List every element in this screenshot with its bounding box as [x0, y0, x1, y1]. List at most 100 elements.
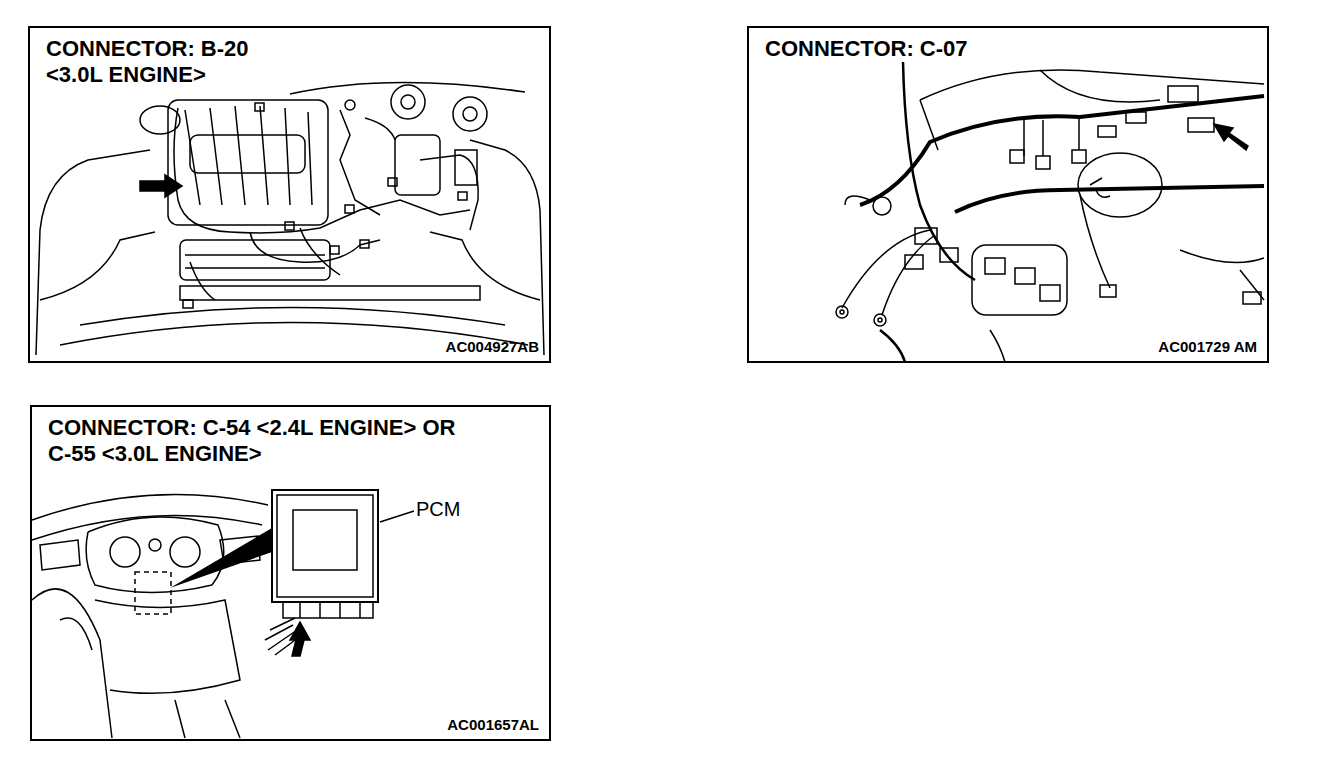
pcm-location-illustration	[40, 540, 80, 570]
harness-illustration	[840, 310, 844, 314]
engine-bay-illustration	[183, 300, 193, 308]
engine-bay-illustration	[140, 175, 182, 197]
engine-bay-illustration	[300, 228, 340, 275]
engine-bay-illustration	[190, 135, 305, 173]
harness-illustration	[1078, 153, 1162, 217]
harness-illustration	[873, 197, 891, 215]
engine-bay-illustration	[36, 82, 544, 355]
harness-illustration	[878, 318, 882, 322]
engine-bay-illustration	[388, 178, 397, 186]
engine-bay-illustration	[360, 240, 369, 248]
harness-illustration	[1126, 112, 1146, 123]
engine-bay-illustration	[420, 155, 478, 230]
harness-illustration	[1036, 156, 1050, 169]
engine-bay-illustration	[190, 262, 215, 300]
harness-illustration	[836, 306, 848, 318]
pcm-location-illustration	[170, 528, 272, 588]
pcm-location-illustration	[32, 589, 112, 738]
connector-panel: CONNECTOR: C-07AC001729 AM	[747, 26, 1269, 363]
engine-bay-illustration	[140, 106, 180, 134]
harness-illustration	[836, 62, 1264, 362]
harness-illustration	[1098, 126, 1116, 137]
connector-heading: CONNECTOR: C-54 <2.4L ENGINE> OR C-55 <3…	[48, 415, 478, 467]
engine-bay-illustration	[250, 232, 380, 262]
engine-bay-illustration	[185, 106, 312, 205]
harness-illustration	[915, 228, 937, 244]
pcm-location-illustration	[32, 515, 262, 540]
pcm-location-illustration	[135, 572, 171, 614]
pcm-location-illustration	[170, 537, 200, 567]
engine-bay-illustration	[255, 103, 264, 111]
engine-bay-illustration	[345, 100, 355, 110]
harness-illustration	[1080, 195, 1110, 288]
engine-bay-illustration	[180, 240, 330, 280]
harness-illustration	[1015, 268, 1035, 284]
harness-illustration	[940, 248, 958, 262]
pcm-location-illustration	[175, 700, 240, 738]
pcm-location-illustration	[380, 511, 414, 522]
harness-illustration	[882, 235, 935, 315]
engine-bay-illustration	[455, 150, 477, 185]
harness-illustration	[1024, 118, 1079, 156]
harness-illustration	[842, 230, 930, 308]
harness-illustration	[972, 245, 1067, 315]
harness-illustration	[1214, 124, 1248, 150]
engine-bay-illustration	[290, 82, 525, 94]
engine-bay-illustration	[453, 97, 487, 131]
engine-bay-illustration	[174, 108, 470, 233]
engine-bay-illustration	[401, 95, 415, 109]
harness-illustration	[903, 62, 975, 280]
pcm-location-illustration	[110, 537, 140, 567]
part-label: PCM	[414, 498, 462, 520]
engine-bay-illustration	[470, 140, 544, 355]
harness-illustration	[874, 314, 886, 326]
harness-illustration	[905, 255, 923, 269]
pcm-location-illustration	[272, 490, 378, 602]
harness-illustration	[1243, 292, 1261, 304]
harness-illustration	[1180, 250, 1264, 263]
engine-bay-illustration	[365, 118, 395, 140]
engine-bay-illustration	[330, 246, 339, 254]
harness-illustration	[955, 186, 1264, 212]
pcm-location-illustration	[60, 618, 92, 650]
harness-illustration	[1188, 118, 1214, 132]
engine-bay-illustration	[180, 286, 480, 300]
harness-illustration	[880, 330, 905, 362]
pcm-location-illustration	[293, 510, 357, 570]
engine-bay-illustration	[80, 308, 505, 326]
harness-illustration	[1040, 70, 1160, 102]
pcm-location-illustration	[149, 539, 161, 551]
harness-illustration	[845, 196, 870, 205]
engine-bay-illustration	[430, 232, 540, 300]
harness-illustration	[1072, 150, 1086, 163]
engine-bay-illustration	[463, 107, 477, 121]
part-label-holder: PCM	[414, 497, 462, 521]
connector-panel: CONNECTOR: C-54 <2.4L ENGINE> OR C-55 <3…	[30, 405, 551, 741]
engine-bay-illustration	[458, 192, 467, 200]
harness-illustration	[1168, 86, 1198, 102]
harness-illustration	[1010, 150, 1024, 163]
connector-panel: CONNECTOR: B-20 <3.0L ENGINE> AC004927AB	[28, 26, 551, 363]
pcm-location-illustration	[277, 495, 373, 597]
engine-bay-illustration	[395, 135, 440, 195]
connector-heading: CONNECTOR: B-20 <3.0L ENGINE>	[46, 36, 278, 88]
figure-code: AC001729 AM	[1158, 338, 1257, 356]
harness-illustration	[1090, 178, 1110, 197]
pcm-location-illustration	[86, 517, 224, 593]
figure-code: AC001657AL	[447, 716, 539, 734]
harness-illustration	[985, 258, 1005, 274]
engine-bay-illustration	[40, 232, 155, 300]
harness-illustration	[1040, 285, 1060, 301]
pcm-location-illustration	[300, 602, 360, 618]
engine-bay-illustration	[285, 222, 294, 230]
engine-bay-illustration	[345, 205, 354, 213]
engine-bay-illustration	[168, 100, 328, 225]
figure-code: AC004927AB	[446, 338, 539, 356]
pcm-location-illustration	[32, 490, 414, 738]
pcm-location-illustration	[290, 622, 310, 656]
engine-bay-illustration	[36, 150, 150, 355]
harness-illustration	[990, 330, 1005, 362]
harness-illustration	[1100, 285, 1116, 297]
harness-illustration	[920, 70, 1264, 100]
